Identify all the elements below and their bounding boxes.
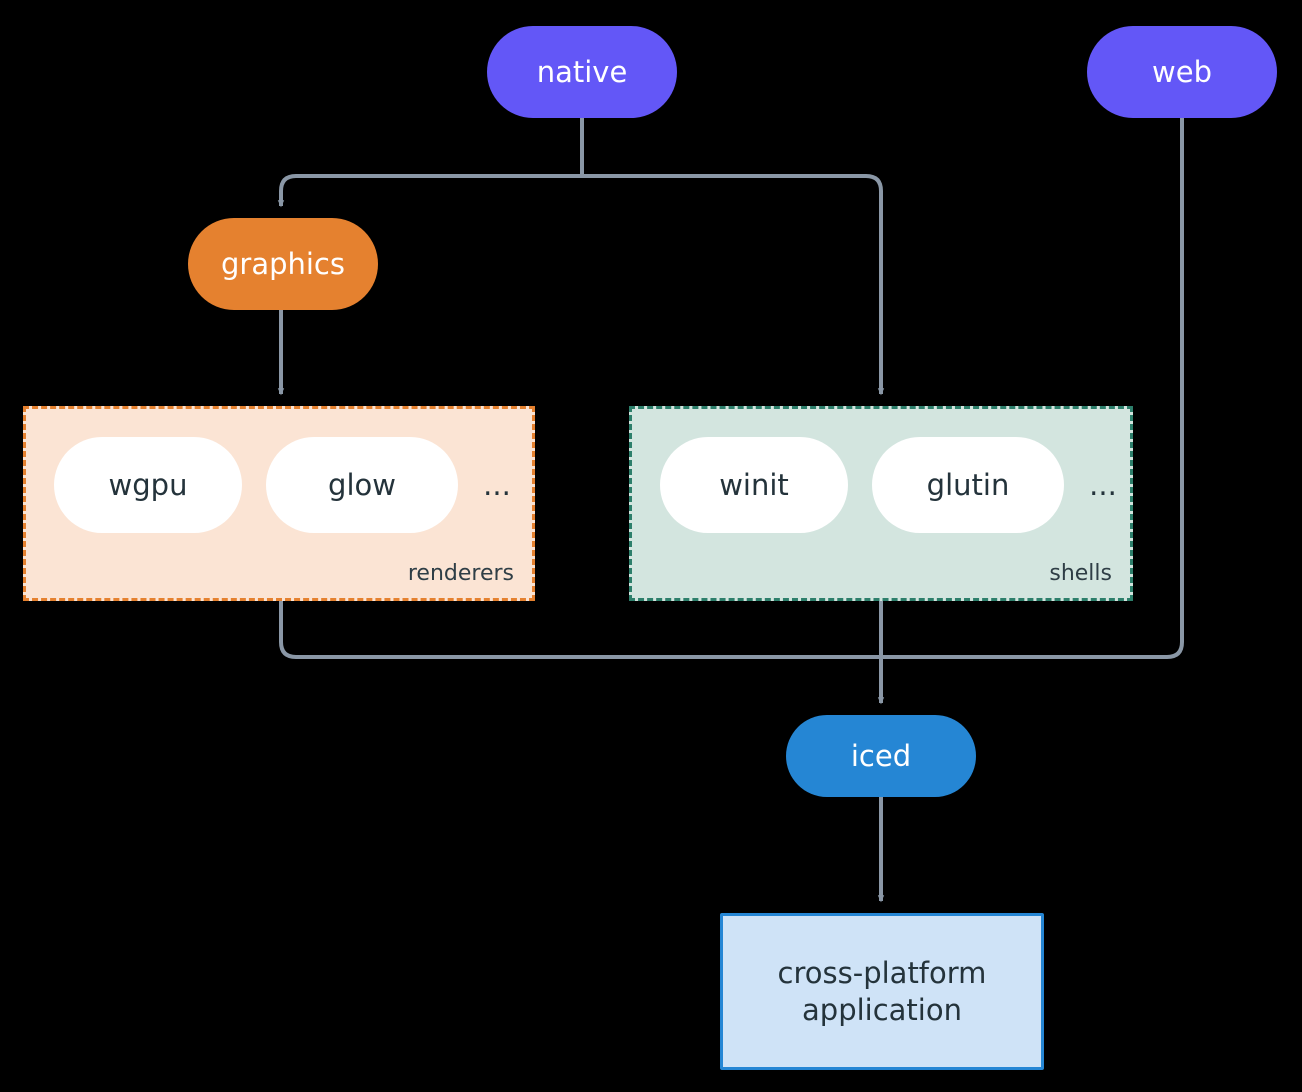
application-label-line1: cross-platform xyxy=(777,956,987,991)
group-shells-label: shells xyxy=(1049,561,1112,586)
node-wgpu-label: wgpu xyxy=(108,468,188,502)
node-winit[interactable]: winit xyxy=(660,437,848,533)
node-glutin[interactable]: glutin xyxy=(872,437,1064,533)
node-iced-label: iced xyxy=(850,738,912,773)
node-winit-label: winit xyxy=(719,468,789,502)
node-graphics[interactable]: graphics xyxy=(188,218,378,310)
node-glow-label: glow xyxy=(328,468,396,502)
node-wgpu[interactable]: wgpu xyxy=(54,437,242,533)
group-renderers-label: renderers xyxy=(407,561,514,586)
node-native[interactable]: native xyxy=(487,26,677,118)
node-native-label: native xyxy=(536,54,628,89)
edge-native-to-graphics xyxy=(277,174,582,208)
edge-web-to-iced xyxy=(881,118,1184,659)
node-glutin-label: glutin xyxy=(926,468,1010,502)
edge-renderers-to-iced xyxy=(279,601,881,659)
application-label-line2: application xyxy=(802,992,962,1027)
edge-native-to-shells xyxy=(582,174,885,396)
node-cross-platform-application[interactable]: cross-platform application xyxy=(720,913,1044,1070)
node-glow[interactable]: glow xyxy=(266,437,458,533)
group-shells: winit glutin ... shells xyxy=(629,406,1133,601)
node-web[interactable]: web xyxy=(1087,26,1277,118)
group-renderers: wgpu glow ... renderers xyxy=(23,406,535,601)
shells-ellipsis: ... xyxy=(1089,468,1117,502)
node-web-label: web xyxy=(1152,54,1212,89)
node-graphics-label: graphics xyxy=(220,246,345,281)
node-iced[interactable]: iced xyxy=(786,715,976,797)
renderers-ellipsis: ... xyxy=(483,468,511,502)
